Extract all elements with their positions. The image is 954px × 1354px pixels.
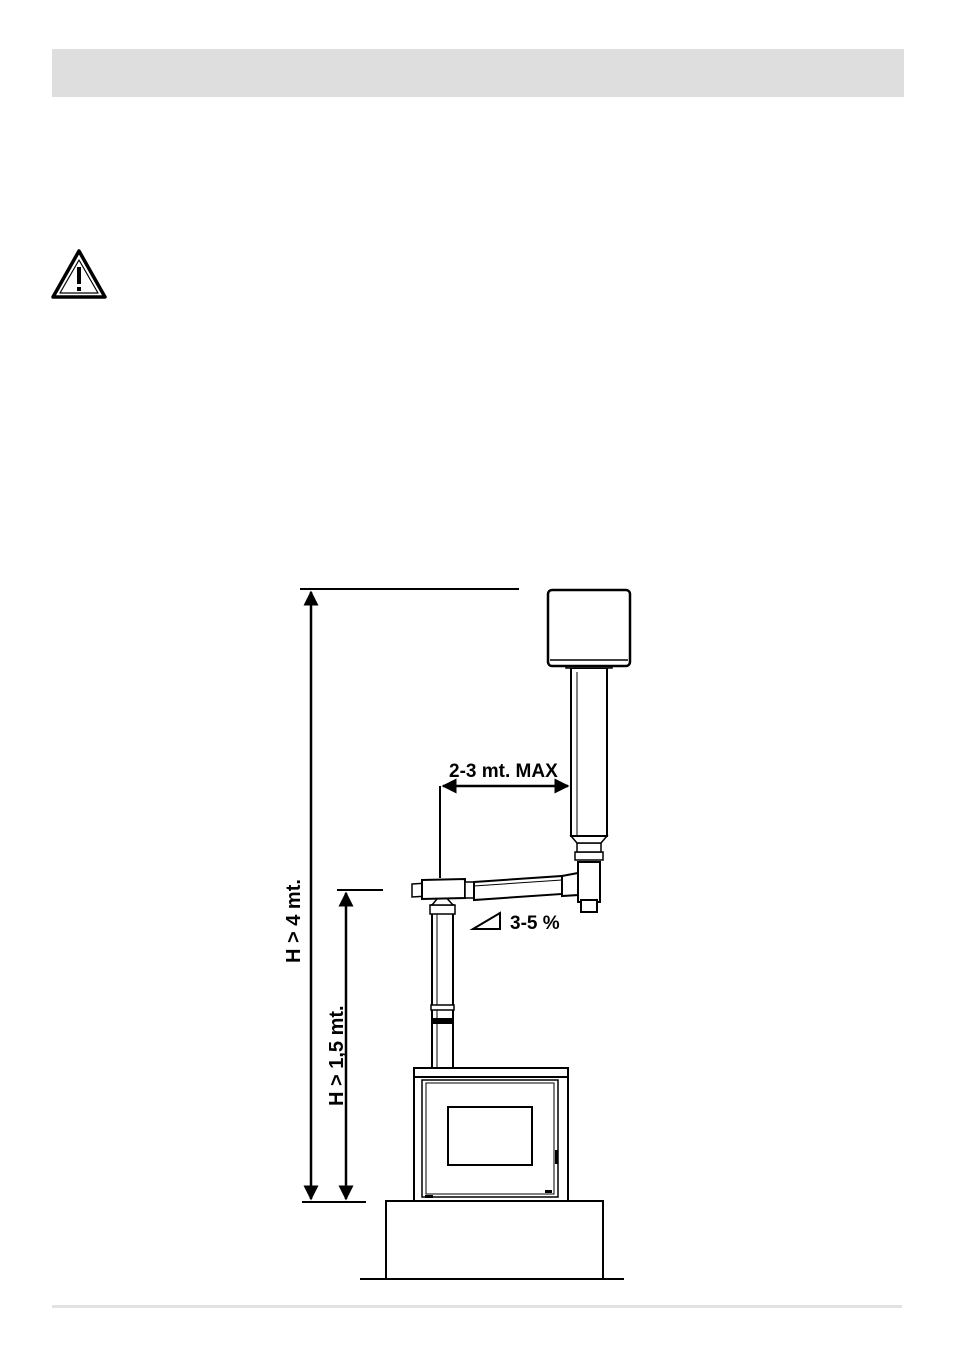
total-height-dimension	[300, 588, 519, 1203]
stove	[413, 1067, 569, 1202]
chimney-cap	[546, 588, 632, 668]
warning-triangle-icon	[51, 249, 107, 299]
lower-height-dimension	[337, 889, 383, 1201]
chimney-flue	[565, 659, 613, 844]
floor-base	[360, 1200, 624, 1280]
horizontal-length-dimension	[439, 778, 570, 878]
inclined-pipe	[411, 871, 579, 902]
horizontal-length-label: 2-3 mt. MAX	[449, 761, 558, 782]
total-height-label: H > 4 mt.	[283, 879, 305, 963]
header-bar	[52, 49, 904, 97]
slope-triangle-icon	[469, 911, 501, 930]
vertical-flue-pipe	[429, 891, 456, 1069]
lower-height-label: H > 1,5 mt.	[326, 1005, 348, 1106]
slope-label: 3-5 %	[510, 913, 560, 934]
footer-rule	[52, 1305, 902, 1308]
tee-fitting	[574, 842, 604, 913]
